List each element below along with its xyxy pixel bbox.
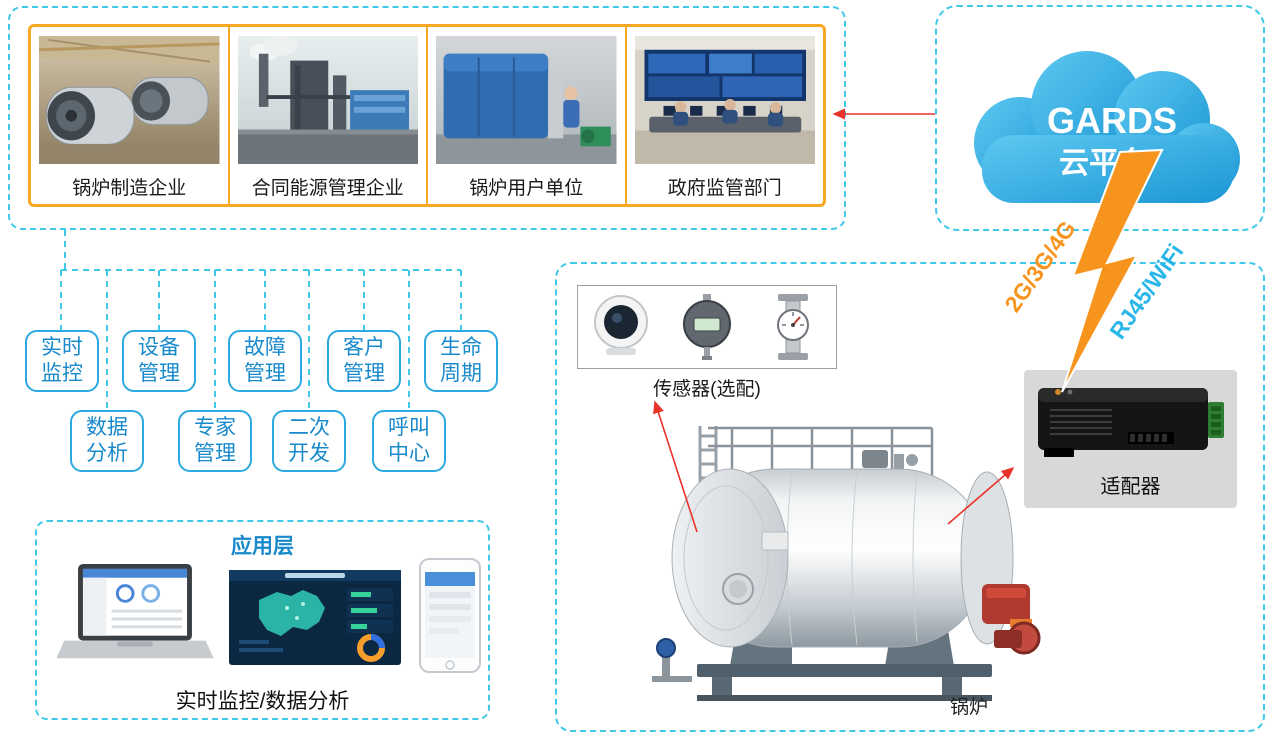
- energy-plant-photo: [237, 36, 418, 164]
- adapter-panel: 适配器: [1024, 370, 1237, 508]
- feature-line: 开发: [288, 442, 330, 465]
- feature-line: 数据: [86, 415, 128, 439]
- boiler-label: 锅炉: [949, 697, 988, 718]
- feature-pill-customer-management: 客户 管理: [327, 330, 401, 392]
- feature-pill-secondary-development: 二次 开发: [272, 410, 346, 472]
- dome-camera-icon: [594, 295, 648, 355]
- feature-pill-realtime-monitoring: 实时 监控: [25, 330, 99, 392]
- flow-meter-icon: [777, 294, 809, 360]
- map-dashboard-icon: [229, 570, 401, 665]
- feature-line: 设备: [138, 335, 180, 359]
- stakeholder-label: 锅炉制造企业: [72, 178, 187, 199]
- stakeholder-label: 政府监管部门: [667, 178, 782, 199]
- feature-pill-call-center: 呼叫 中心: [372, 410, 446, 472]
- feature-line: 管理: [343, 362, 385, 385]
- feature-line: 管理: [244, 362, 286, 385]
- adapter-label: 适配器: [1100, 476, 1161, 498]
- field-zone-panel: 传感器(选配): [555, 262, 1265, 732]
- control-room-photo: [634, 36, 815, 164]
- application-layer-title: 应用层: [231, 535, 294, 558]
- adapter-device-icon: [1038, 388, 1224, 457]
- feature-line: 实时: [41, 335, 83, 359]
- feature-line: 监控: [41, 362, 83, 385]
- boiler-factory-photo: [39, 36, 220, 164]
- feature-pill-data-analysis: 数据 分析: [70, 410, 144, 472]
- feature-line: 中心: [388, 442, 430, 465]
- stakeholder-label: 锅炉用户单位: [469, 178, 584, 199]
- application-caption: 实时监控/数据分析: [175, 690, 350, 713]
- stakeholder-government: 政府监管部门: [627, 27, 824, 204]
- boiler-illustration: [652, 426, 1041, 701]
- feature-pill-expert-management: 专家 管理: [178, 410, 252, 472]
- feature-line: 管理: [194, 442, 236, 465]
- laptop-dashboard-icon: [56, 564, 214, 659]
- stakeholder-label: 合同能源管理企业: [251, 178, 404, 199]
- feature-line: 分析: [86, 442, 128, 465]
- feature-line: 二次: [288, 415, 330, 439]
- sensor-box: [577, 285, 837, 369]
- feature-line: 生命: [440, 335, 482, 359]
- feature-pill-lifecycle: 生命 周期: [424, 330, 498, 392]
- feature-pill-fault-management: 故障 管理: [228, 330, 302, 392]
- feature-line: 周期: [440, 362, 482, 385]
- stakeholder-boiler-user: 锅炉用户单位: [428, 27, 627, 204]
- feature-line: 管理: [138, 362, 180, 385]
- cloud-icon: GARDS 云平台: [974, 51, 1240, 203]
- cloud-panel: GARDS 云平台: [935, 5, 1265, 231]
- sensor-label: 传感器(选配): [653, 379, 761, 400]
- feature-line: 专家: [194, 415, 236, 439]
- feature-line: 呼叫: [388, 415, 430, 439]
- stakeholder-energy-management: 合同能源管理企业: [230, 27, 428, 204]
- stakeholder-boiler-manufacturer: 锅炉制造企业: [31, 27, 230, 204]
- application-layer-panel: 应用层: [35, 520, 490, 720]
- smartphone-app-icon: [419, 558, 481, 673]
- cloud-title: GARDS: [1047, 100, 1177, 141]
- boiler-user-site-photo: [436, 36, 617, 164]
- feature-line: 客户: [343, 335, 385, 359]
- dial-indicator-icon: [683, 294, 731, 360]
- feature-pill-device-management: 设备 管理: [122, 330, 196, 392]
- cloud-subtitle: 云平台: [1059, 146, 1149, 180]
- feature-line: 故障: [244, 335, 286, 359]
- stakeholders-group: 锅炉制造企业: [28, 24, 826, 207]
